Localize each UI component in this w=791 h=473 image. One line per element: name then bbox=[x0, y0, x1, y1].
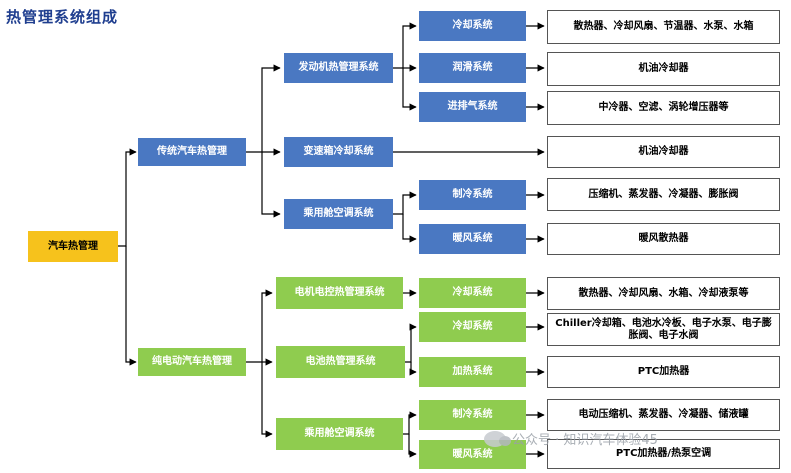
refrigeration-traditional-node: 制冷系统 bbox=[419, 180, 526, 210]
heating-electric-components: PTC加热器/热泵空调 bbox=[547, 439, 780, 469]
root-node: 汽车热管理 bbox=[28, 231, 118, 262]
cabin-ac-traditional-node: 乘用舱空调系统 bbox=[284, 199, 393, 229]
heating-traditional-components: 暖风散热器 bbox=[547, 223, 780, 255]
motor-cooling-components: 散热器、冷却风扇、水箱、冷却液泵等 bbox=[547, 277, 780, 310]
watermark-text: 公众号 · 知识汽车体验45 bbox=[512, 433, 658, 448]
battery-heating-components: PTC加热器 bbox=[547, 356, 780, 388]
engine-cooling-components: 散热器、冷却风扇、节温器、水泵、水箱 bbox=[547, 10, 780, 44]
intake-exhaust-components: 中冷器、空滤、涡轮增压器等 bbox=[547, 91, 780, 125]
intake-exhaust-node: 进排气系统 bbox=[419, 92, 526, 122]
battery-heating-node: 加热系统 bbox=[419, 357, 526, 387]
heating-traditional-node: 暖风系统 bbox=[419, 224, 526, 254]
motor-cooling-node: 冷却系统 bbox=[419, 278, 526, 308]
battery-cooling-components: Chiller冷却箱、电池水冷板、电子水泵、电子膨胀阀、电子水阀 bbox=[547, 313, 780, 346]
cabin-ac-electric-node: 乘用舱空调系统 bbox=[276, 418, 403, 450]
engine-thermal-node: 发动机热管理系统 bbox=[284, 53, 393, 83]
battery-thermal-node: 电池热管理系统 bbox=[276, 346, 405, 378]
lubrication-node: 润滑系统 bbox=[419, 53, 526, 83]
gearbox-components: 机油冷却器 bbox=[547, 136, 780, 168]
gearbox-cooling-node: 变速箱冷却系统 bbox=[284, 137, 393, 167]
electric-vehicle-node: 纯电动汽车热管理 bbox=[138, 348, 246, 376]
traditional-vehicle-node: 传统汽车热管理 bbox=[138, 138, 246, 166]
battery-cooling-node: 冷却系统 bbox=[419, 312, 526, 342]
refrigeration-electric-components: 电动压缩机、蒸发器、冷凝器、储液罐 bbox=[547, 399, 780, 431]
watermark: 公众号 · 知识汽车体验45 bbox=[484, 429, 658, 448]
lubrication-components: 机油冷却器 bbox=[547, 52, 780, 86]
refrigeration-electric-node: 制冷系统 bbox=[419, 400, 526, 430]
refrigeration-traditional-components: 压缩机、蒸发器、冷凝器、膨胀阀 bbox=[547, 178, 780, 211]
engine-cooling-node: 冷却系统 bbox=[419, 11, 526, 41]
motor-thermal-node: 电机电控热管理系统 bbox=[276, 277, 403, 309]
wechat-icon bbox=[484, 430, 511, 447]
page-title: 热管理系统组成 bbox=[6, 8, 119, 26]
